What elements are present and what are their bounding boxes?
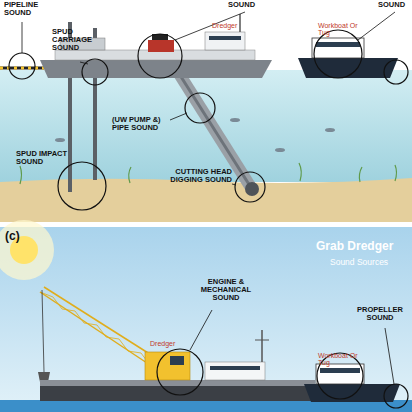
pontoon-hull (40, 60, 272, 78)
windows (320, 368, 360, 373)
engine-house (148, 40, 174, 52)
boom-lacing (40, 292, 150, 365)
workboat-cabin (316, 364, 364, 384)
seagrass-blade (359, 167, 362, 182)
leader-lines (190, 310, 394, 384)
seagrass-blade (129, 167, 131, 183)
mast-yard (255, 340, 269, 341)
sound-source-label: PIPELINE SOUND (4, 1, 48, 17)
crane-boom (40, 287, 156, 365)
callout-circle (138, 34, 182, 78)
crane-cab-window (170, 356, 184, 365)
workboat-hull (304, 384, 400, 402)
leader-line (232, 184, 236, 185)
sound-source-label: ENGINE & MECHANICAL SOUND (196, 278, 256, 302)
windows (316, 42, 360, 47)
vessel-label: Workboat Or Tug (318, 352, 362, 367)
leader-lines (22, 12, 395, 185)
superstructure (205, 362, 265, 380)
floating-pipeline (0, 68, 44, 69)
fish (275, 148, 285, 152)
barge-hull (40, 386, 315, 401)
fish (230, 118, 240, 122)
panel-heading: Sound Sources (330, 258, 410, 267)
pipeline-float (0, 67, 44, 70)
callout-circle (235, 172, 265, 202)
callout-circle (317, 353, 363, 399)
seagrass-blade (20, 166, 22, 184)
panel-heading: Grab Dredger (316, 240, 412, 253)
sun-glow (0, 220, 54, 280)
fish (55, 138, 65, 142)
callout-circles (9, 30, 408, 210)
leader-line (358, 12, 395, 40)
seagrass-blade (299, 163, 301, 181)
sound-source-label: PROPELLER SOUND (352, 306, 408, 322)
workboat-hull (298, 58, 398, 78)
seagrass (20, 163, 397, 184)
sky (0, 227, 412, 403)
callout-circle (157, 349, 203, 395)
grab-cable (42, 290, 44, 372)
callout-circles (157, 349, 408, 408)
panel-gap (0, 222, 412, 227)
boom-chord (40, 292, 150, 365)
leader-line (385, 328, 394, 384)
workboat (298, 38, 398, 78)
leader-line (22, 22, 23, 53)
callout-circle (314, 30, 362, 78)
sound-source-label: CUTTING HEAD DIGGING SOUND (170, 168, 232, 184)
grab-dredger (38, 287, 315, 401)
sound-source-label: SPUD CARRIAGE SOUND (52, 28, 96, 52)
panel-heading: (c) (5, 230, 35, 243)
sound-source-label: SOUND (228, 1, 268, 9)
vessel-label: Dredger (212, 22, 252, 29)
barge-deck (40, 380, 315, 386)
mast (261, 330, 263, 362)
fish (325, 128, 335, 132)
windows (210, 366, 260, 370)
pipeline (0, 67, 44, 70)
sound-source-label: SOUND (378, 1, 412, 9)
crane-body (145, 352, 190, 380)
leader-line (170, 113, 187, 120)
vessel-label: Workboat Or Tug (318, 22, 362, 37)
boom-chord (44, 287, 156, 358)
callout-circle (185, 93, 215, 123)
callout-circle (58, 162, 106, 210)
seagrass-blade (395, 165, 397, 181)
callout-circle (384, 384, 408, 408)
leader-line (80, 62, 88, 64)
callout-circle (384, 60, 408, 84)
callout-circle (82, 59, 108, 85)
cutter-head (245, 182, 259, 196)
workboat-cabin (312, 38, 364, 58)
vessel-label: Dredger (150, 340, 190, 347)
sound-source-label: SPUD IMPACT SOUND (16, 150, 68, 166)
callout-circle (9, 53, 35, 79)
sound-source-label: (UW PUMP &) PIPE SOUND (112, 116, 174, 132)
leader-line (190, 310, 212, 350)
control-house (205, 32, 245, 50)
cutter-dredger (40, 14, 272, 196)
windows (209, 36, 241, 40)
mast (239, 14, 241, 32)
